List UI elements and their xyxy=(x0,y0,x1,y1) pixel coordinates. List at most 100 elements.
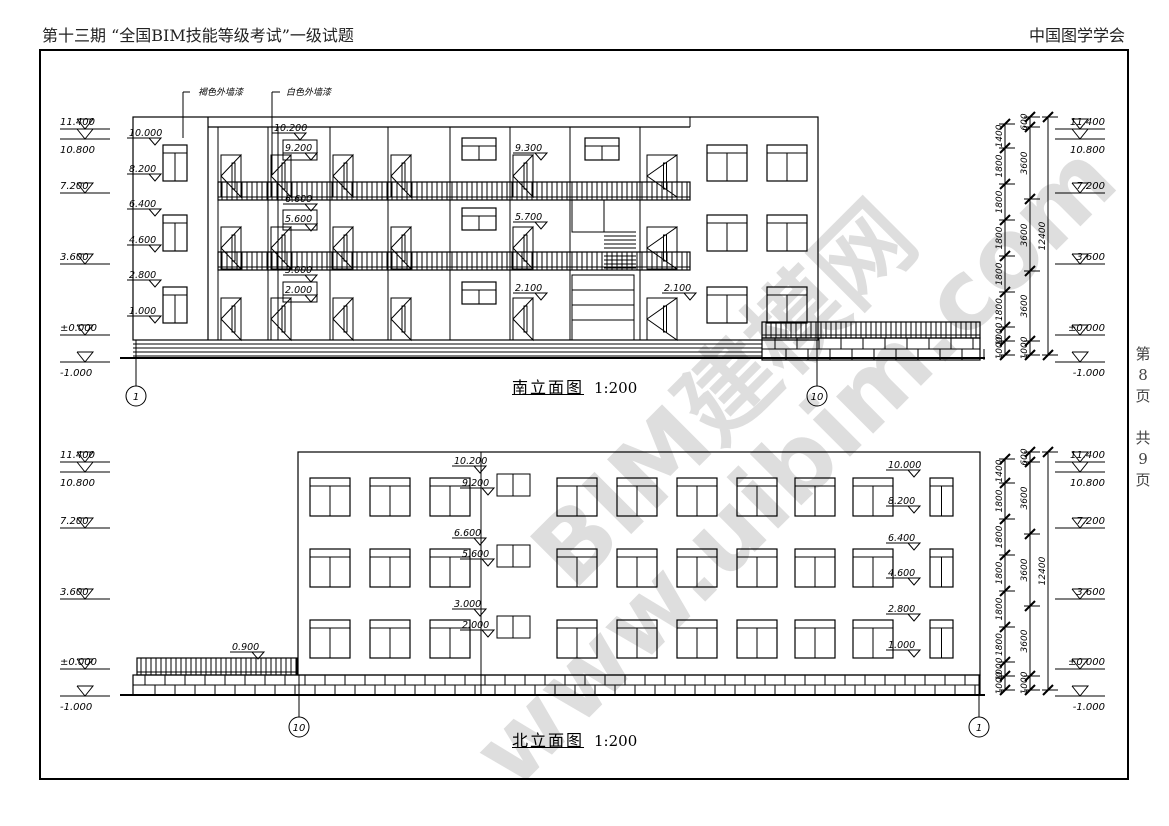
level-label: 2.000 xyxy=(462,620,489,631)
level-triangle xyxy=(481,558,496,567)
grid-bubble xyxy=(125,385,147,407)
level-label: 9.200 xyxy=(285,143,312,154)
level-triangle xyxy=(1071,685,1090,697)
door-handle xyxy=(281,234,286,262)
level-triangle xyxy=(304,223,319,232)
sign-panel xyxy=(282,281,318,303)
grid-label: 1 xyxy=(133,392,139,403)
level-triangle xyxy=(534,221,549,230)
level-triangle xyxy=(304,152,319,161)
level-label: 6.600 xyxy=(454,528,481,539)
balcony-railing xyxy=(136,657,298,676)
level-triangle xyxy=(1071,517,1090,529)
dim-label: 1800 xyxy=(995,190,1005,213)
dim-label: 1400 xyxy=(995,124,1005,147)
page-total: 9 xyxy=(1138,450,1148,468)
level-label: 5.600 xyxy=(285,214,312,225)
level-triangle xyxy=(76,351,95,363)
level-label: 2.100 xyxy=(664,283,691,294)
south-building-outline xyxy=(132,116,819,341)
organization-name: 中国图学学会 xyxy=(1028,26,1125,45)
door-handle xyxy=(231,234,236,262)
door-handle xyxy=(281,305,286,333)
door-handle xyxy=(401,162,406,190)
level-label: -1.000 xyxy=(60,702,92,713)
level-triangle xyxy=(1071,182,1090,194)
dim-label: 1000 xyxy=(1020,336,1030,359)
level-label: 6.600 xyxy=(285,194,312,205)
level-triangle xyxy=(304,203,319,212)
level-label: 5.700 xyxy=(515,212,542,223)
dim-label: 1800 xyxy=(995,597,1005,620)
level-label: 10.800 xyxy=(60,478,95,489)
south-scale: 1:200 xyxy=(594,379,638,397)
door-handle xyxy=(663,162,667,190)
door xyxy=(220,226,242,270)
door-handle xyxy=(343,305,348,333)
level-triangle xyxy=(148,208,163,217)
level-triangle xyxy=(534,152,549,161)
level-triangle xyxy=(76,451,95,463)
level-triangle xyxy=(76,182,95,194)
door-swing xyxy=(220,296,242,342)
level-triangle xyxy=(76,324,95,336)
level-triangle xyxy=(148,279,163,288)
page-indicator: 第 8 页 共 9 页 xyxy=(1134,344,1152,491)
dim-label: 1000 xyxy=(1020,671,1030,694)
dim-label: 3600 xyxy=(1020,486,1030,509)
dim-label: 3600 xyxy=(1020,223,1030,246)
level-triangle xyxy=(907,613,922,622)
page-char: 页 xyxy=(1135,471,1151,489)
page-char: 页 xyxy=(1135,387,1151,405)
door xyxy=(512,297,534,341)
dim-label: 3600 xyxy=(1020,629,1030,652)
level-label: 9.300 xyxy=(515,143,542,154)
grid-bubble xyxy=(288,716,310,738)
level-triangle xyxy=(1071,253,1090,265)
door-swing xyxy=(512,225,534,271)
level-triangle xyxy=(304,294,319,303)
level-label: 11.400 xyxy=(1070,117,1105,128)
door-swing xyxy=(390,153,412,199)
dim-label: 3600 xyxy=(1020,151,1030,174)
annotation-white-paint: 白色外墙漆 xyxy=(286,87,333,98)
level-label: 4.600 xyxy=(129,235,156,246)
door-handle xyxy=(663,305,667,333)
door-swing xyxy=(270,296,292,342)
level-label: 8.200 xyxy=(888,496,915,507)
door xyxy=(512,154,534,198)
grid-bubble xyxy=(806,385,828,407)
door xyxy=(390,154,412,198)
north-scale: 1:200 xyxy=(594,732,638,750)
door-handle xyxy=(523,305,528,333)
level-triangle xyxy=(907,577,922,586)
level-label: ±0.000 xyxy=(1068,657,1105,668)
door-swing xyxy=(390,225,412,271)
door xyxy=(270,297,292,341)
level-triangle xyxy=(1071,118,1090,130)
level-label: 7.200 xyxy=(60,181,89,192)
door-swing xyxy=(646,297,678,341)
level-label: 3.000 xyxy=(454,599,481,610)
door-swing xyxy=(270,225,292,271)
dim-label: 1800 xyxy=(995,298,1005,321)
level-triangle xyxy=(76,588,95,600)
level-triangle xyxy=(907,649,922,658)
level-label: 6.400 xyxy=(888,533,915,544)
level-triangle xyxy=(293,132,308,141)
level-label: 3.600 xyxy=(60,587,89,598)
door-handle xyxy=(343,162,348,190)
grid-bubble xyxy=(968,716,990,738)
door xyxy=(270,226,292,270)
level-triangle xyxy=(1071,128,1090,140)
dim-label: 1800 xyxy=(995,489,1005,512)
dim-label: 1400 xyxy=(995,459,1005,482)
level-label: 1.000 xyxy=(888,640,915,651)
annotation-brown-paint: 褐色外墙漆 xyxy=(198,87,245,98)
door-swing xyxy=(332,225,354,271)
level-label: -1.000 xyxy=(1073,702,1105,713)
door-swing xyxy=(390,296,412,342)
level-triangle xyxy=(907,469,922,478)
dim-label: 1800 xyxy=(995,226,1005,249)
level-triangle xyxy=(76,253,95,265)
